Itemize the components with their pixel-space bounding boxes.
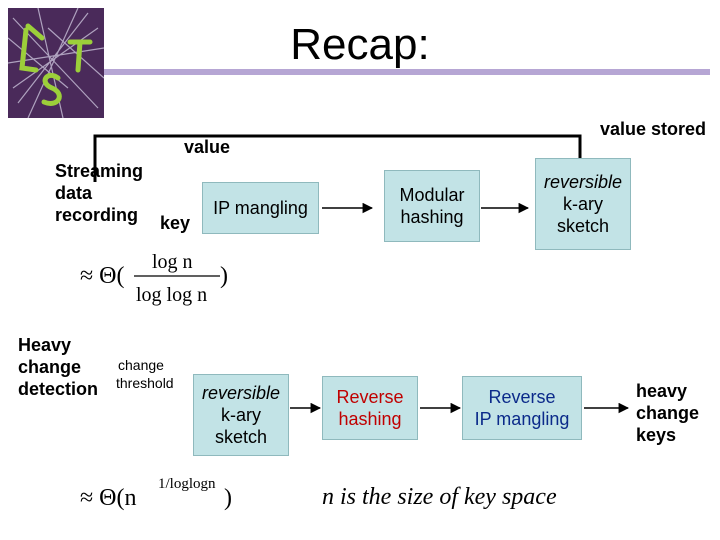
formula-1-numerator: log n: [152, 251, 193, 273]
modular-hashing-box: Modular hashing: [384, 170, 480, 242]
formula-1-prefix: ≈ Θ(: [80, 263, 125, 289]
reversible-sketch-box-bottom: reversible k-ary sketch: [193, 374, 289, 456]
formula-detection: ≈ Θ(n 1/loglogn ): [80, 476, 232, 511]
ip-mangling-text: IP mangling: [213, 198, 308, 218]
title-divider: [104, 69, 710, 75]
formula-2-exponent: 1/loglogn: [158, 476, 216, 492]
reverse-hashing-text: Reverse hashing: [336, 387, 404, 429]
heavy-change-keys-label: heavy change keys: [636, 381, 700, 445]
slide-title: Recap:: [290, 20, 430, 69]
change-label: change: [118, 357, 164, 373]
formula-1-denominator: log log n: [136, 284, 207, 306]
reverse-ip-mangling-text: Reverse IP mangling: [474, 387, 570, 429]
kary-sketch-text-top: k-ary sketch: [556, 194, 610, 236]
ip-mangling-box: IP mangling: [202, 182, 319, 234]
value-stored-label: value stored: [600, 119, 707, 139]
value-stored-line: [93, 134, 582, 182]
reversible-sketch-box-top: reversible k-ary sketch: [535, 158, 631, 250]
formula-2-suffix: ): [224, 485, 232, 511]
reverse-hashing-box: Reverse hashing: [322, 376, 418, 440]
formula-1-suffix: ): [220, 263, 228, 289]
formula-recording: ≈ Θ( log n log log n ): [80, 251, 228, 306]
reverse-ip-mangling-box: Reverse IP mangling: [462, 376, 582, 440]
value-label: value: [184, 137, 231, 157]
threshold-label: threshold: [116, 375, 174, 391]
kary-sketch-text-bottom: k-ary sketch: [214, 405, 268, 447]
modular-hashing-text: Modular hashing: [399, 185, 465, 227]
footnote: n is the size of key space: [322, 484, 557, 510]
streaming-recording-label: Streaming data recording: [55, 161, 144, 225]
formula-2-prefix: ≈ Θ(n: [80, 485, 137, 511]
key-label: key: [160, 213, 191, 233]
reversible-text-top: reversible: [543, 172, 623, 192]
reversible-text-bottom: reversible: [201, 383, 281, 403]
logo-image: [8, 8, 104, 118]
heavy-change-detection-label: Heavy change detection: [18, 335, 99, 399]
